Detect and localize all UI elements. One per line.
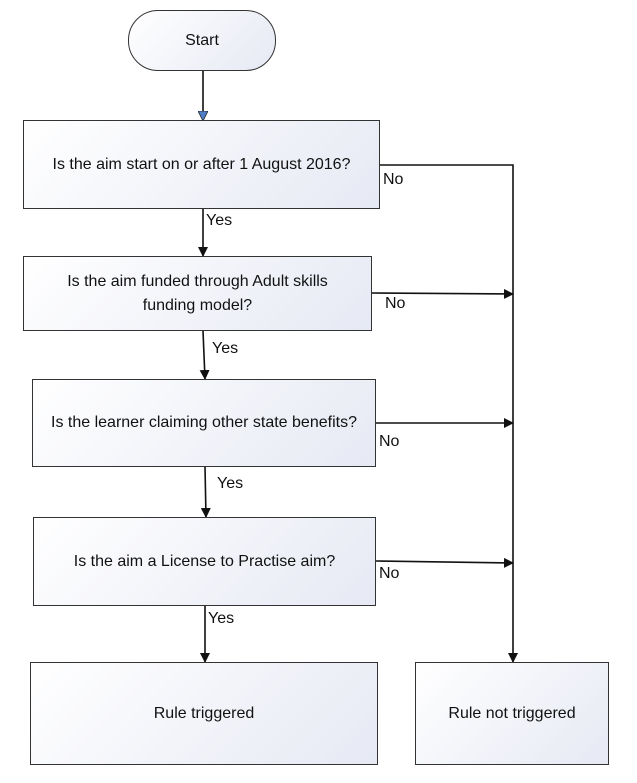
question-2-text: Is the aim funded through Adult skills f… <box>67 272 328 314</box>
rule-not-triggered-label: Rule not triggered <box>448 704 576 722</box>
connector-q3-yes <box>200 466 211 518</box>
no-label-4: No <box>379 565 400 582</box>
yes-label-4: Yes <box>208 610 235 627</box>
question-3-node: Is the learner claiming other state bene… <box>32 379 376 467</box>
connector-q1-no <box>380 164 518 663</box>
question-1-text: Is the aim start on or after 1 August 20… <box>52 155 351 173</box>
yes-label-2: Yes <box>212 340 239 357</box>
connector-q2-yes <box>199 330 210 380</box>
question-1-node: Is the aim start on or after 1 August 20… <box>23 120 380 209</box>
rule-triggered-node: Rule triggered <box>30 662 378 765</box>
start-label: Start <box>185 31 219 49</box>
rule-triggered-label: Rule triggered <box>153 704 255 722</box>
start-node: Start <box>128 10 276 71</box>
connector-q4-no <box>375 557 514 568</box>
question-2-node: Is the aim funded through Adult skills f… <box>23 256 372 331</box>
connector-q2-no <box>371 288 514 299</box>
question-4-node: Is the aim a License to Practise aim? <box>33 517 376 606</box>
no-label-2: No <box>385 295 406 312</box>
yes-label-1: Yes <box>206 212 233 229</box>
rule-not-triggered-node: Rule not triggered <box>415 662 609 765</box>
question-3-text: Is the learner claiming other state bene… <box>51 414 357 431</box>
question-4-text: Is the aim a License to Practise aim? <box>73 552 336 570</box>
no-label-3: No <box>379 433 400 450</box>
no-label-1: No <box>383 171 404 188</box>
yes-label-3: Yes <box>217 475 244 492</box>
